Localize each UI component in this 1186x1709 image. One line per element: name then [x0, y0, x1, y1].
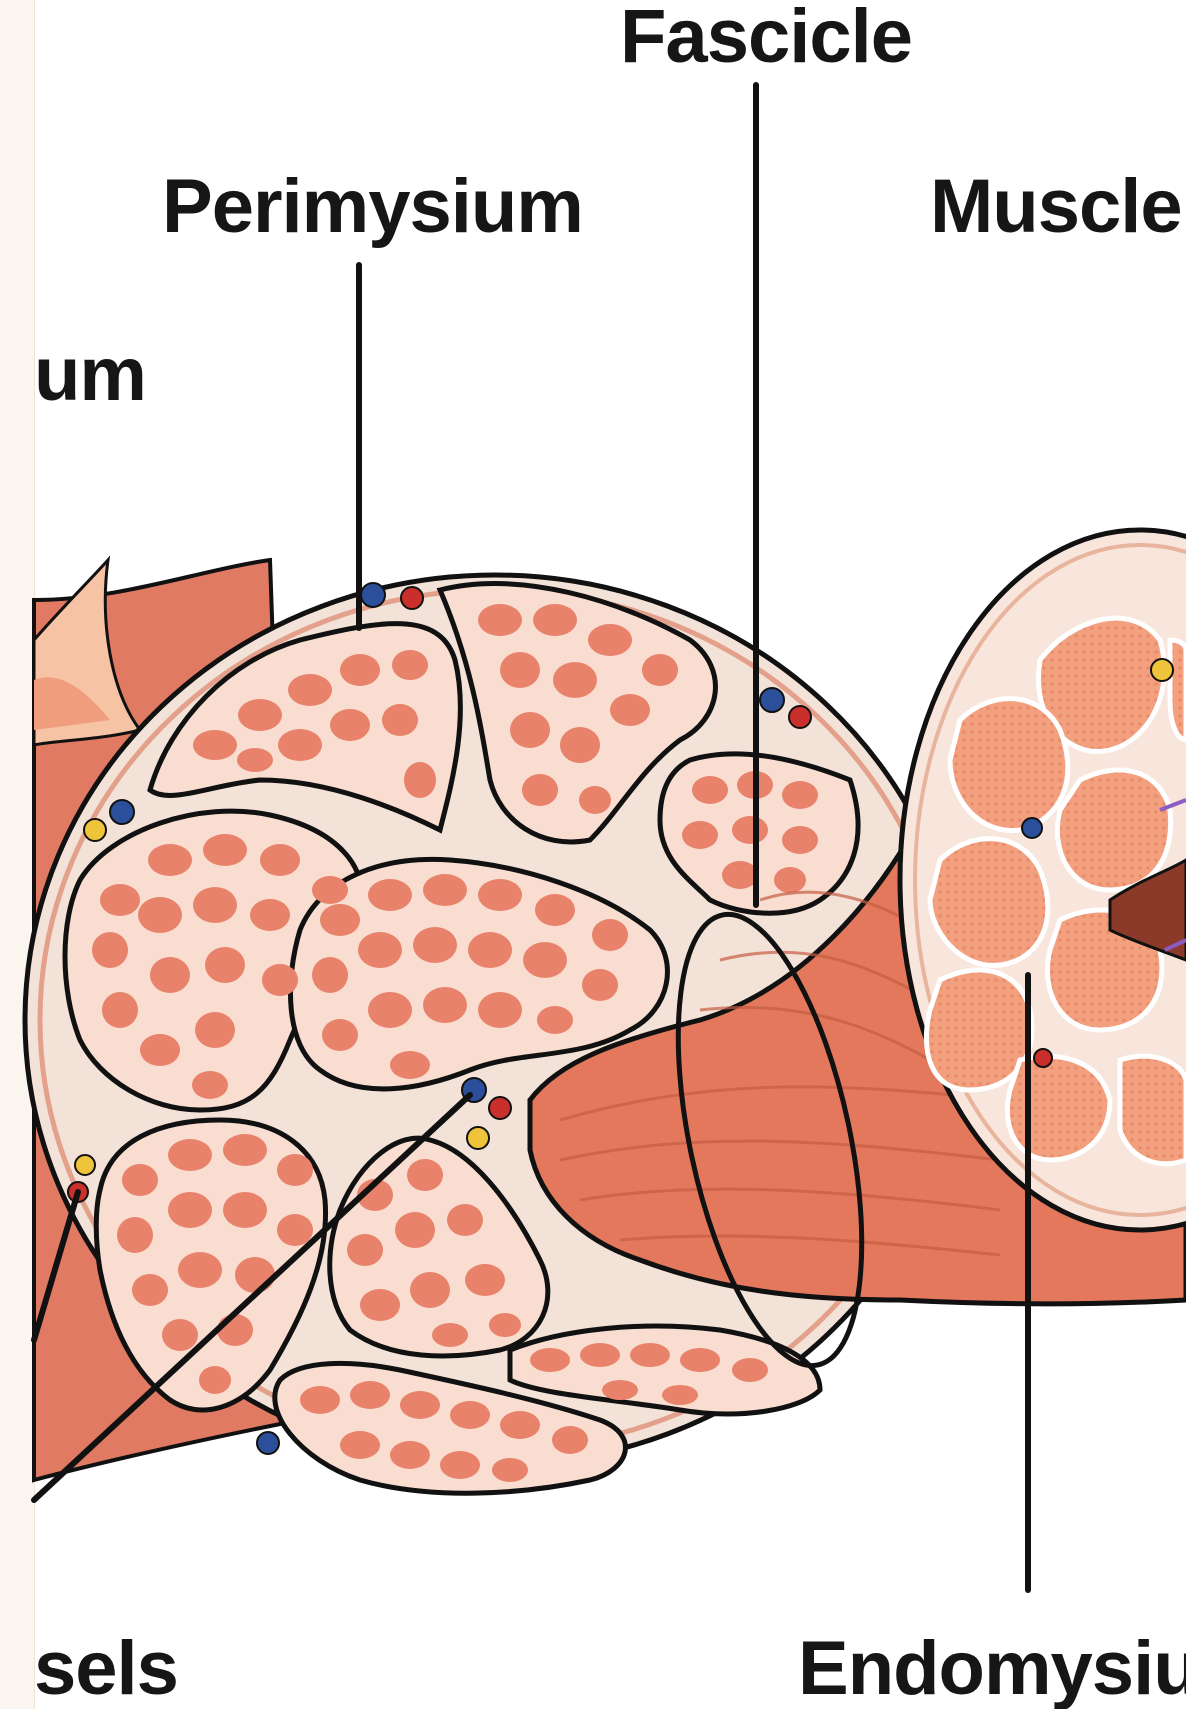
vein-2: [760, 688, 784, 712]
label-epimysium: um: [34, 332, 146, 417]
artery-2: [789, 706, 811, 728]
label-fascicle: Fascicle: [620, 0, 912, 79]
nerve-3: [75, 1155, 95, 1175]
label-endomysium: Endomysiur: [798, 1626, 1186, 1709]
vein-1: [361, 583, 385, 607]
label-perimysium: Perimysium: [162, 164, 583, 249]
artery-1: [401, 587, 423, 609]
artery-3: [489, 1097, 511, 1119]
artery-5: [1034, 1049, 1052, 1067]
nerve-4: [1151, 659, 1173, 681]
label-blood-vessels: sels: [34, 1626, 178, 1709]
nerve-1: [84, 819, 106, 841]
vein-6: [1022, 818, 1042, 838]
vein-5: [257, 1432, 279, 1454]
label-muscle-fiber: Muscle: [930, 164, 1182, 249]
vein-3: [110, 800, 134, 824]
nerve-2: [467, 1127, 489, 1149]
